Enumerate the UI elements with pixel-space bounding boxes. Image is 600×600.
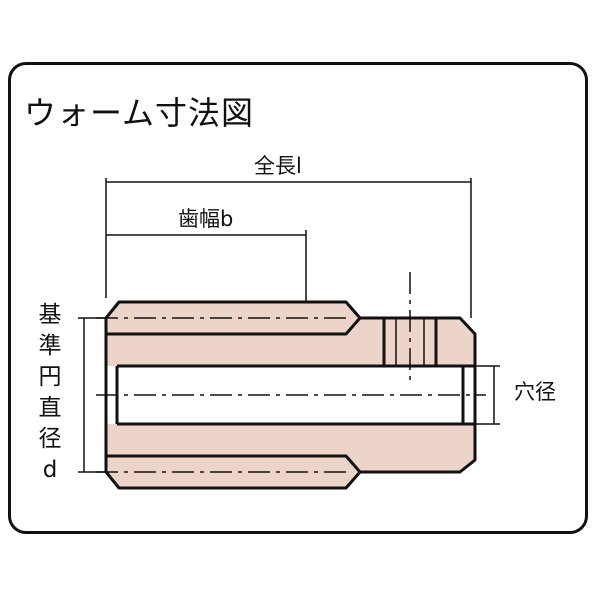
pitch-char: 基 xyxy=(38,302,62,328)
setscrew-thread xyxy=(395,318,425,366)
center-lines xyxy=(96,317,486,473)
pitch-char: d xyxy=(42,457,58,483)
bore-diameter-label: 穴径 xyxy=(514,380,556,404)
root-line-top xyxy=(106,317,362,336)
pitch-char: 直 xyxy=(38,395,62,421)
pitch-diameter-label: 基 準 円 直 径 d xyxy=(30,300,70,486)
pitch-char: 径 xyxy=(38,426,62,452)
root-line-bottom xyxy=(106,454,362,473)
total-length-label: 全長l xyxy=(254,154,302,178)
face-width-label: 歯幅b xyxy=(178,207,234,231)
pitch-char: 円 xyxy=(38,364,62,390)
pitch-char: 準 xyxy=(38,333,62,359)
body-outline xyxy=(104,300,477,490)
diagram-title: ウォーム寸法図 xyxy=(24,94,255,132)
